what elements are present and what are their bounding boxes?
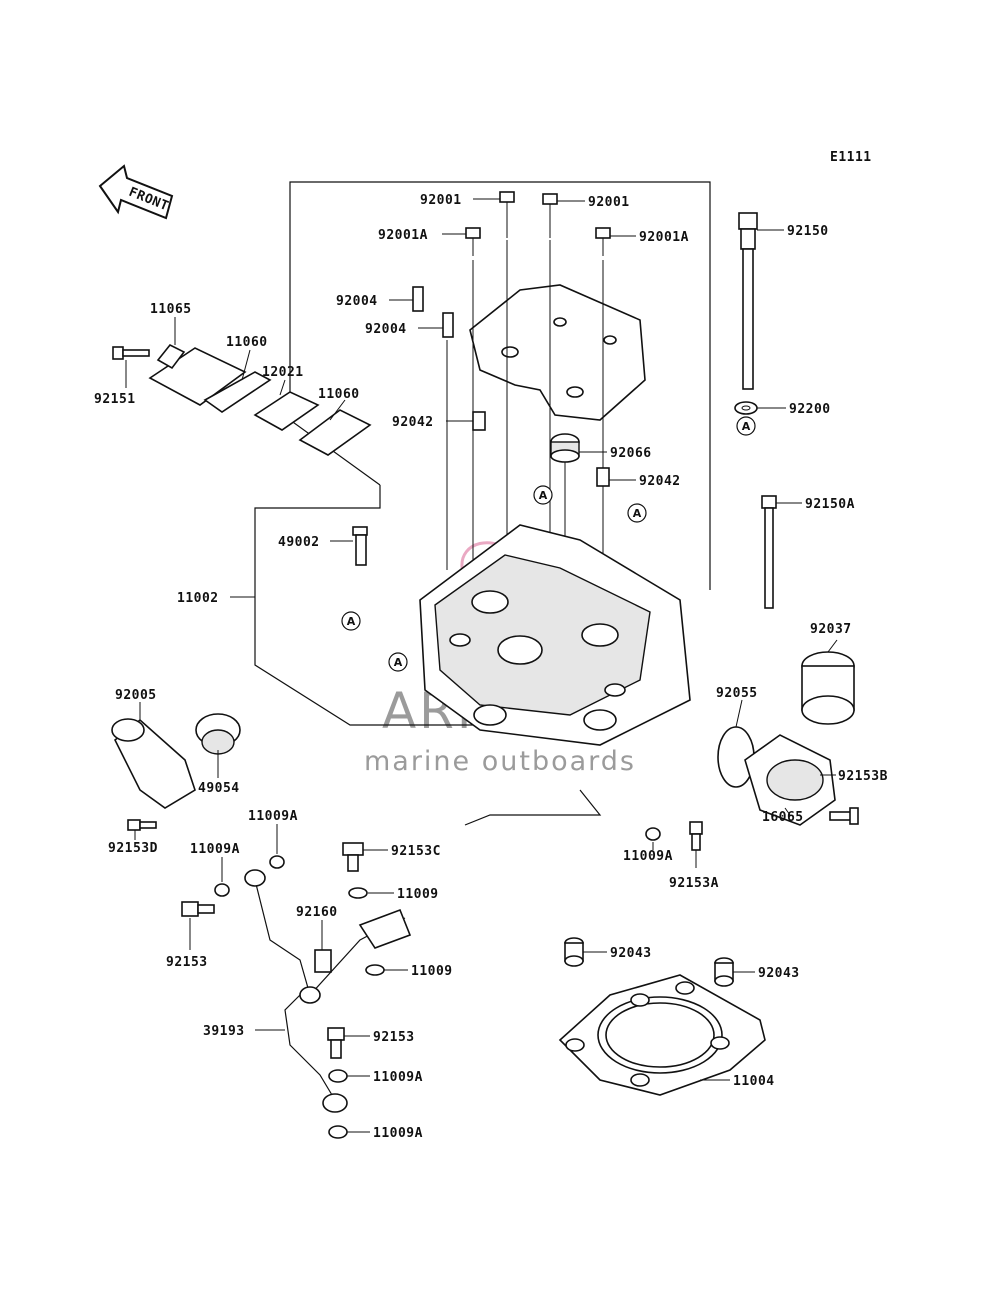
bolt-92153-left — [181, 901, 215, 917]
washer-11009-b — [365, 964, 385, 976]
oil-pipe-39193 — [244, 869, 412, 1113]
label-92004-a: 92004 — [336, 294, 378, 309]
ref-marker-a-1: A — [736, 416, 756, 436]
label-92066: 92066 — [610, 446, 652, 461]
label-11009A-e: 11009A — [373, 1126, 423, 1141]
label-92151: 92151 — [94, 392, 136, 407]
ref-marker-a-3: A — [627, 503, 647, 523]
dowel-92043-right — [714, 957, 734, 987]
camshaft-holder — [469, 284, 646, 421]
label-12021: 12021 — [262, 365, 304, 380]
label-92153C: 92153C — [391, 844, 441, 859]
front-arrow-icon: FRONT — [98, 164, 174, 220]
thermostat-49054 — [195, 713, 241, 755]
leader-lines — [125, 198, 838, 1133]
label-11009A-c: 11009A — [623, 849, 673, 864]
label-49054: 49054 — [198, 781, 240, 796]
bolt-92153B — [829, 807, 859, 825]
washer-11009A-e — [328, 1125, 348, 1139]
label-92153B: 92153B — [838, 769, 888, 784]
watermark-subtitle: marine outboards — [364, 746, 636, 777]
label-92042-a: 92042 — [392, 415, 434, 430]
washer-11009A-a — [269, 855, 285, 869]
washer-11009A-b — [214, 883, 230, 897]
gasket-11060-left — [203, 371, 272, 413]
reed-valve-12021 — [253, 391, 320, 431]
ref-marker-a-4: A — [341, 611, 361, 631]
label-92150A: 92150A — [805, 497, 855, 512]
label-11009-a: 11009 — [397, 887, 439, 902]
label-11065: 11065 — [150, 302, 192, 317]
diagram-code: E1111 — [830, 150, 872, 165]
dowel-92043-left — [564, 937, 584, 967]
label-92153A: 92153A — [669, 876, 719, 891]
washer-11009A-d — [328, 1069, 348, 1083]
gasket-11060-right — [298, 409, 372, 456]
label-92200: 92200 — [789, 402, 831, 417]
ref-marker-a-5: A — [388, 652, 408, 672]
svg-text:A: A — [347, 615, 356, 628]
bolt-92151 — [112, 346, 150, 360]
dowel-92042-right — [596, 467, 610, 487]
washer-11009A-c — [645, 827, 661, 841]
ref-marker-a-2: A — [533, 485, 553, 505]
bolt-92153C — [342, 842, 364, 872]
label-11009-b: 11009 — [411, 964, 453, 979]
label-92055: 92055 — [716, 686, 758, 701]
label-92153D: 92153D — [108, 841, 158, 856]
collar-92160 — [314, 949, 332, 973]
svg-text:A: A — [633, 507, 642, 520]
label-11009A-b: 11009A — [190, 842, 240, 857]
label-92005: 92005 — [115, 688, 157, 703]
label-39193: 39193 — [203, 1024, 245, 1039]
dowel-92042-left — [472, 411, 486, 431]
intake-joint-16065 — [744, 734, 836, 826]
head-gasket-11004 — [558, 974, 766, 1096]
label-92004-b: 92004 — [365, 322, 407, 337]
label-92160: 92160 — [296, 905, 338, 920]
label-92153-bottom: 92153 — [373, 1030, 415, 1045]
label-92001A-left: 92001A — [378, 228, 428, 243]
label-11060-a: 11060 — [226, 335, 268, 350]
cylinder-head-11002 — [419, 524, 691, 746]
washer-11009-a — [348, 887, 368, 899]
valve-guide-49002 — [352, 526, 368, 566]
svg-text:A: A — [742, 420, 751, 433]
label-11009A-d: 11009A — [373, 1070, 423, 1085]
clamp-92037 — [801, 651, 855, 725]
stud-92004-lower — [442, 312, 454, 338]
oil-seal-92066 — [550, 433, 580, 463]
label-16065: 16065 — [762, 810, 804, 825]
bolt-92153-bottom — [327, 1027, 345, 1059]
label-92001A-right: 92001A — [639, 230, 689, 245]
label-11002: 11002 — [177, 591, 219, 606]
label-92043-b: 92043 — [758, 966, 800, 981]
svg-text:A: A — [394, 656, 403, 669]
label-92001-right: 92001 — [588, 195, 630, 210]
label-11004: 11004 — [733, 1074, 775, 1089]
label-92043-a: 92043 — [610, 946, 652, 961]
label-11009A-a: 11009A — [248, 809, 298, 824]
stud-92004-upper — [412, 286, 424, 312]
breather-cover-11065 — [148, 343, 247, 406]
bolt-92150 — [738, 212, 758, 390]
label-49002: 49002 — [278, 535, 320, 550]
cam-cap-bolts — [465, 191, 611, 256]
svg-text:A: A — [539, 489, 548, 502]
bolt-92153D — [127, 819, 157, 831]
water-outlet-92005 — [111, 718, 196, 809]
label-92153-left: 92153 — [166, 955, 208, 970]
label-92037: 92037 — [810, 622, 852, 637]
bolt-92150A — [761, 495, 777, 609]
bolt-92153A — [689, 821, 703, 851]
label-92042-b: 92042 — [639, 474, 681, 489]
label-92150: 92150 — [787, 224, 829, 239]
label-92001-left: 92001 — [420, 193, 462, 208]
label-11060-b: 11060 — [318, 387, 360, 402]
